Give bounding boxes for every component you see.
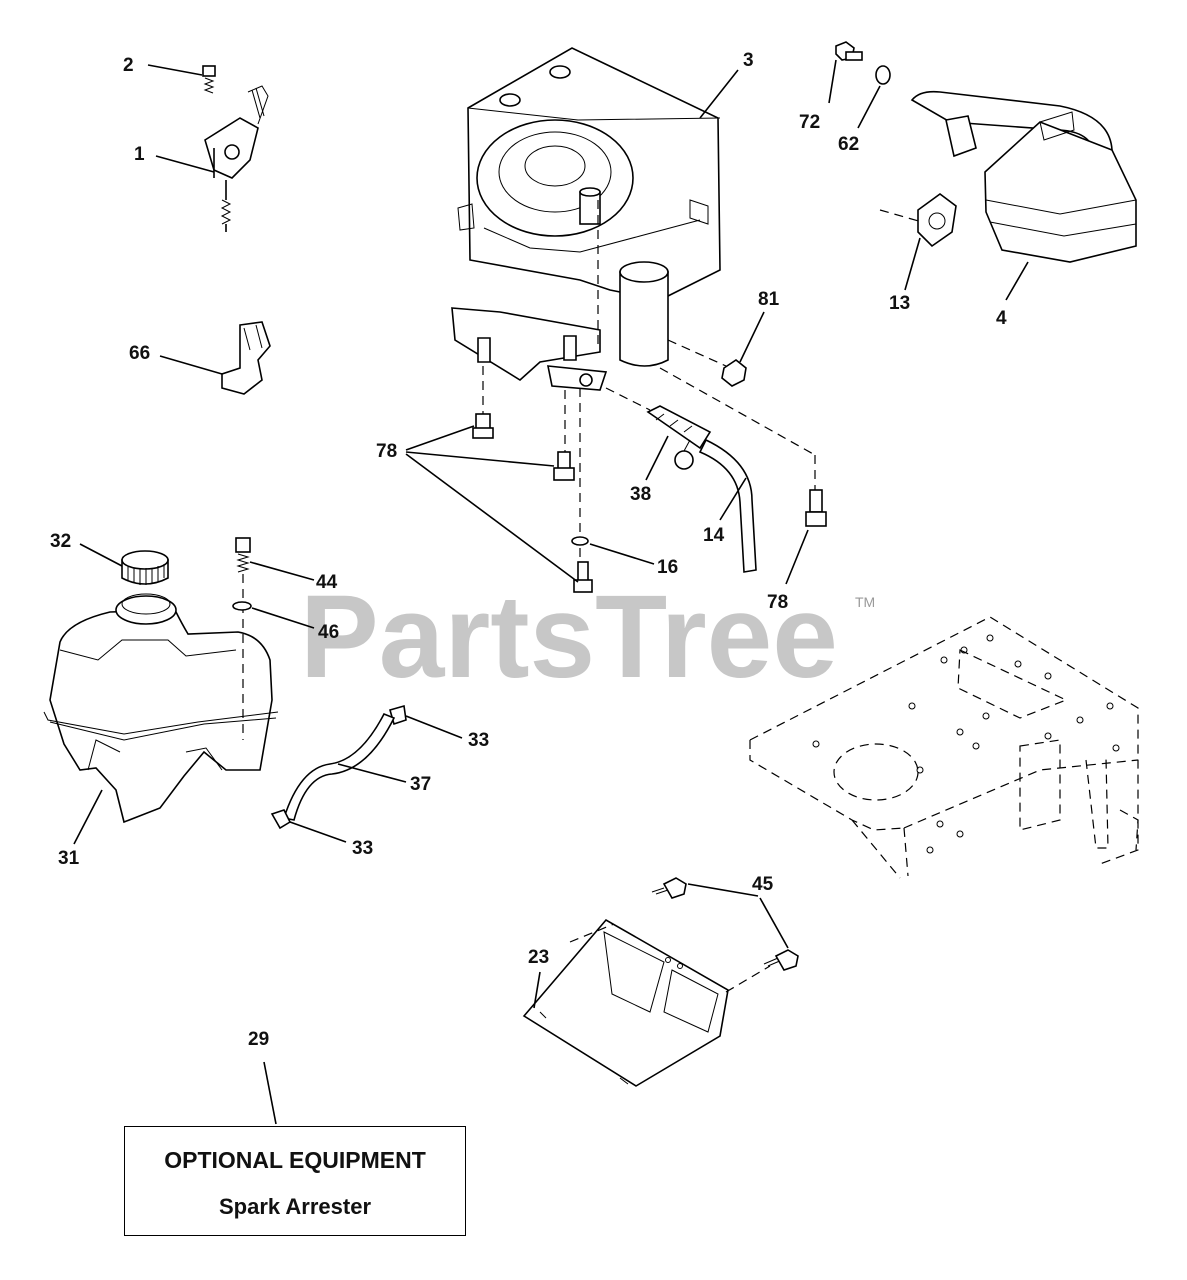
callout-46: 46 — [318, 622, 339, 643]
callout-78-right: 78 — [767, 592, 788, 613]
callout-33-upper: 33 — [468, 730, 489, 751]
callout-44: 44 — [316, 572, 338, 593]
callout-72: 72 — [799, 112, 820, 133]
leader-lines — [73, 59, 1029, 1125]
optional-equipment-box: OPTIONAL EQUIPMENT Spark Arrester — [124, 1126, 466, 1236]
callout-66: 66 — [129, 343, 150, 364]
callout-81: 81 — [758, 289, 780, 310]
washer-46-part — [232, 601, 252, 611]
hose-14-part — [698, 438, 757, 573]
callout-1: 1 — [134, 144, 145, 165]
fuel-tank-31-part — [43, 593, 279, 824]
fuel-cap-32-part — [121, 550, 169, 585]
washer-16-part — [571, 536, 589, 546]
spark-arrester-label: Spark Arrester — [218, 1194, 372, 1219]
callout-14: 14 — [703, 525, 725, 546]
callout-78-left: 78 — [376, 441, 397, 462]
throttle-control-part — [204, 85, 269, 232]
callout-13: 13 — [889, 293, 910, 314]
callout-2: 2 — [123, 55, 134, 76]
callout-4: 4 — [996, 308, 1007, 329]
muffler-part — [910, 90, 1137, 263]
callout-45: 45 — [752, 874, 774, 895]
bolt-44-part — [235, 537, 251, 740]
watermark-text: PartsTree — [300, 571, 838, 703]
watermark-trademark: TM — [855, 594, 875, 610]
chassis-frame-part — [749, 616, 1139, 879]
callout-62: 62 — [838, 134, 859, 155]
callout-31: 31 — [58, 848, 80, 869]
engine-part — [451, 47, 816, 565]
bolt-78-part — [472, 413, 827, 593]
drain-valve-38-part — [646, 405, 712, 470]
callout-38: 38 — [630, 484, 651, 505]
callout-33-lower: 33 — [352, 838, 373, 859]
screw-2-part — [202, 65, 216, 94]
callout-3: 3 — [743, 50, 754, 71]
heat-shield-23-part — [522, 918, 729, 1087]
washer-62-part — [875, 65, 891, 85]
optional-equipment-title: OPTIONAL EQUIPMENT — [164, 1147, 426, 1173]
callout-37: 37 — [410, 774, 431, 795]
nut-81-part — [721, 359, 747, 387]
fuel-line-37-part — [282, 712, 396, 821]
callout-16: 16 — [657, 557, 678, 578]
clip-66-part — [221, 321, 271, 395]
callout-23: 23 — [528, 947, 549, 968]
callout-32: 32 — [50, 531, 71, 552]
bolt-72-part — [835, 41, 863, 61]
gasket-13-part — [879, 193, 957, 248]
callout-29: 29 — [248, 1029, 269, 1050]
bolt-45-part — [651, 877, 799, 971]
